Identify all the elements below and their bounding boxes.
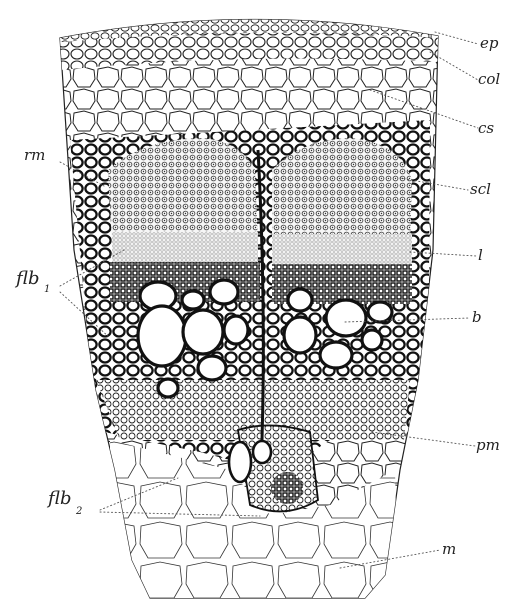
label-flb1-subscript: 1 xyxy=(44,284,50,295)
label-ep: ep xyxy=(480,34,499,52)
sclerenchyma-cap-right xyxy=(272,138,412,248)
label-cs: cs xyxy=(478,119,494,137)
stem-section xyxy=(40,0,470,600)
label-b: b xyxy=(472,308,482,326)
label-flb2-subscript: 2 xyxy=(75,506,82,517)
label-col: col xyxy=(478,70,500,88)
small-bundle-core xyxy=(271,472,303,504)
label-l: l xyxy=(478,246,483,264)
label-rm: rm xyxy=(24,146,45,164)
leptome-band-right xyxy=(272,234,412,264)
label-flb1: flb xyxy=(14,268,40,289)
label-pm: pm xyxy=(476,436,500,454)
label-scl: scl xyxy=(470,180,491,198)
label-m: m xyxy=(442,540,456,558)
leptome-band-left xyxy=(112,232,258,262)
label-flb2: flb xyxy=(46,488,72,509)
